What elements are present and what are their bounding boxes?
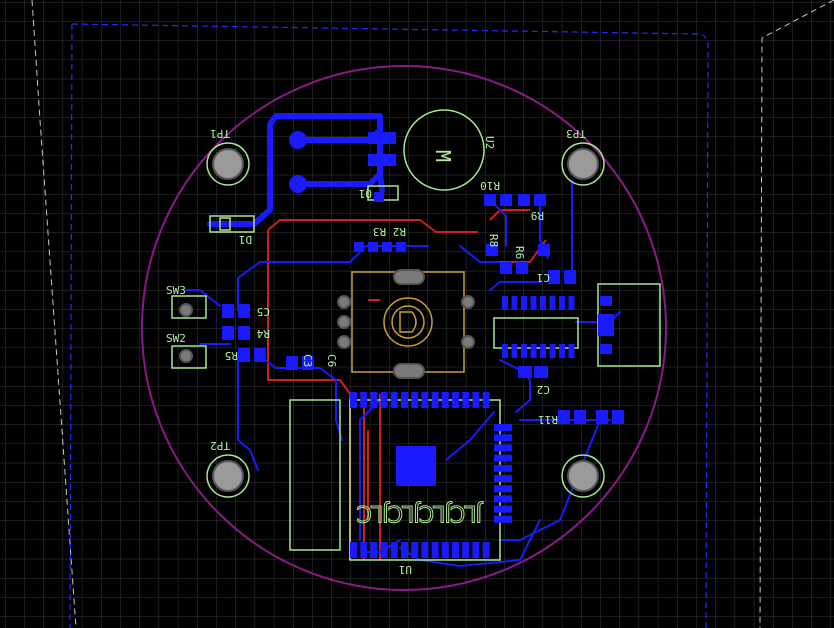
u1-top-pad [380,392,388,408]
u1-side-pad [494,434,512,442]
r4-label: R4 [256,327,270,340]
u1-side-pad [494,495,512,503]
tp1-label: TP1 [210,127,230,140]
tp1-pad [212,148,244,180]
u1-top-pad [370,392,378,408]
soic-pad [549,344,556,358]
u1-bottom-pad [350,542,357,558]
q1-label: Q1 [359,187,372,200]
motor-symbol: M [431,150,455,162]
tp3-label: TP3 [566,127,586,140]
soic-pads [502,296,575,358]
r8-label: R8 [487,234,500,247]
r5-label: R5 [225,349,238,362]
u1-label: U1 [399,563,412,576]
u1-bottom-pad [370,542,378,558]
tp2-label: TP2 [210,439,230,452]
c5-label: C5 [257,305,270,318]
jlc-watermark: JLCJLCJLCJLC [357,500,484,525]
sw2-label: SW2 [166,332,186,345]
soic-pad [521,296,527,310]
soic-pad [559,296,565,310]
u1-side-pad [494,505,512,513]
soic-pad [530,344,537,358]
u1-module-pads [350,392,512,558]
u1-side-pad [494,424,512,431]
u1-top-pad [390,392,398,408]
u1-bottom-pad [441,542,449,558]
u1-top-pad [462,392,470,408]
soic-pad [530,296,537,310]
u1-side-pad [494,464,512,472]
u1-bottom-pad [380,542,388,558]
u1-top-pad [350,392,357,408]
soic-pad [511,296,518,310]
r11-label: R11 [538,413,558,426]
test-point-pads [212,148,599,492]
u1-top-pad [431,392,439,408]
soic-pad [549,296,556,310]
sw3-label: SW3 [166,284,186,297]
u1-bottom-pad [390,542,398,558]
u1-bottom-pad [360,542,368,558]
u1-top-pad [421,392,429,408]
u1-side-pad [494,444,512,452]
smd-pads [222,132,624,486]
u1-bottom-pad [431,542,439,558]
keepout-lines [31,0,834,628]
d1-label: D1 [239,233,252,246]
u1-bottom-pad [401,542,408,558]
soic-pad [559,344,565,358]
board-outline [141,65,667,591]
u1-side-pad [494,454,512,462]
c6-label: C6 [325,354,338,367]
c3-label: C3 [301,354,314,367]
u1-bottom-pad [452,542,459,558]
r9-label: R9 [531,209,544,222]
component-labels: TP1 TP2 TP3 D1 Q1 U2 M R10 R9 R8 R6 R2 R… [166,127,586,576]
soic-pad [540,296,546,310]
soic-pad [502,296,508,310]
r10-label: R10 [480,179,500,192]
soic-pad [568,296,575,310]
tp3-pad [567,148,599,180]
through-hole-pads [179,131,475,379]
u1-bottom-pad [462,542,470,558]
soic-pad [502,344,508,358]
c1-label: C1 [537,271,550,284]
u1-top-pad [441,392,449,408]
u1-top-pad [360,392,368,408]
soic-pad [540,344,546,358]
u1-bottom-pad [482,542,490,558]
u1-top-pad [411,392,419,408]
r2r3-label: R2 R3 [373,225,406,238]
u1-top-pad [401,392,408,408]
tp4-pad [567,460,599,492]
tp2-pad [212,460,244,492]
u1-top-pad [482,392,490,408]
u1-side-pad [494,485,512,493]
soic-pad [568,344,575,358]
r6-label: R6 [513,246,526,259]
u1-top-pad [472,392,480,408]
u1-bottom-pad [421,542,429,558]
u1-side-pad [494,515,512,523]
u1-top-pad [452,392,459,408]
c2-label: C2 [537,383,550,396]
soic-pad [521,344,527,358]
u1-side-pad [494,475,512,482]
u2-label: U2 [483,136,496,149]
u1-bottom-pad [411,542,419,558]
soic-pad [511,344,518,358]
u1-bottom-pad [472,542,480,558]
